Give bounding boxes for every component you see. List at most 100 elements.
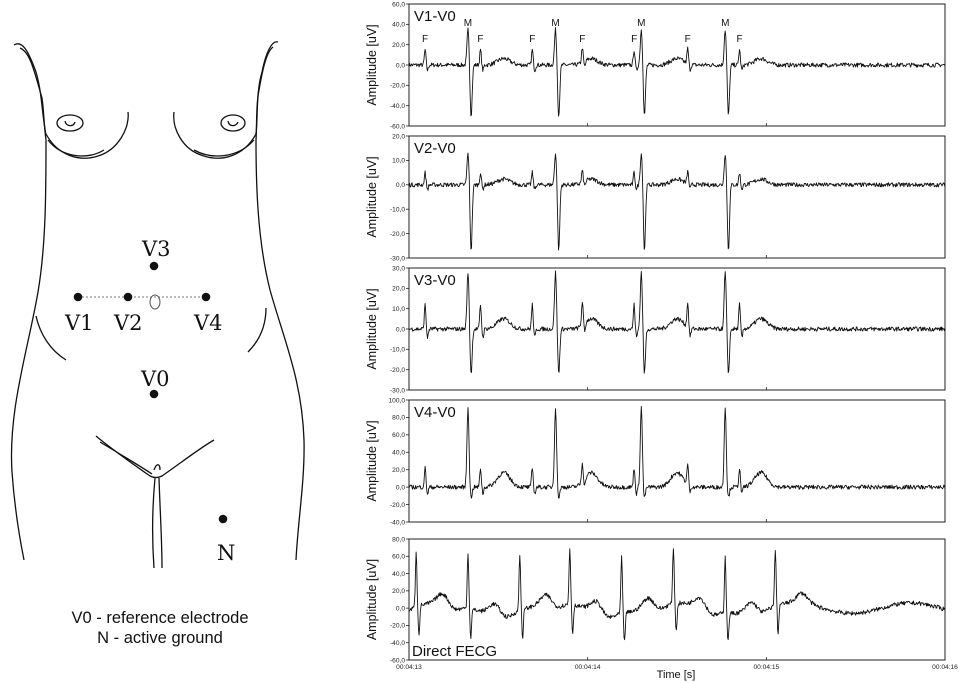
y-tick-label: -20,0 — [390, 367, 405, 374]
ecg-trace — [408, 152, 946, 251]
annotation-m: M — [551, 18, 559, 29]
body-diagram — [10, 41, 305, 569]
y-tick-label: -10,0 — [390, 207, 405, 214]
ecg-panels: 60,040,020,00,0-20,0-40,0-60,0Amplitude … — [365, 1, 946, 664]
y-tick-label: 40,0 — [392, 571, 405, 578]
panel-label: Direct FECG — [412, 643, 497, 660]
y-tick-label: -20,0 — [390, 502, 405, 509]
y-tick-label: 10,0 — [392, 306, 405, 313]
y-tick-label: -30,0 — [390, 387, 405, 394]
panel-label: V1-V0 — [414, 8, 456, 25]
y-axis-label: Amplitude [uV] — [365, 420, 379, 501]
y-tick-label: 80,0 — [392, 415, 405, 422]
electrode-v1 — [73, 292, 83, 302]
annotation-f: F — [685, 34, 691, 45]
y-tick-label: 40,0 — [392, 22, 405, 29]
electrode-v3 — [149, 261, 159, 271]
caption-reference: V0 - reference electrode — [71, 609, 248, 627]
y-tick-label: -10,0 — [390, 347, 405, 354]
y-tick-label: 30,0 — [392, 265, 405, 272]
y-tick-label: 100,0 — [388, 397, 405, 404]
ecg-panel-3: 30,0 20,0 10,0 0,0 -10,0 -20,0 -30,0 Amplitude … — [365, 265, 946, 394]
ecg-trace — [408, 405, 946, 499]
left-shoulder-inner — [19, 47, 47, 141]
y-tick-label: 40,0 — [392, 450, 405, 457]
y-tick-label: -20,0 — [390, 83, 405, 90]
electrode-label-v3: V3 — [141, 237, 171, 261]
y-tick-label: -30,0 — [390, 255, 405, 262]
electrodes — [73, 261, 228, 524]
y-tick-label: -20,0 — [390, 623, 405, 630]
right-breast-inner — [193, 139, 255, 157]
y-tick-label: 20,0 — [392, 588, 405, 595]
pubic-line — [95, 435, 215, 479]
y-tick-label: 0,0 — [396, 326, 405, 333]
annotation-f: F — [529, 34, 535, 45]
y-tick-label: 0,0 — [396, 605, 405, 612]
leg-gap-right — [158, 477, 163, 569]
annotation-m: M — [464, 18, 472, 29]
y-tick-label: 60,0 — [392, 554, 405, 561]
ecg-trace — [408, 270, 946, 374]
annotation-f: F — [579, 34, 585, 45]
panel-frame — [408, 399, 946, 523]
ecg-panel-5: 80,060,040,020,00,0-20,0-40,0-60,0Amplit… — [365, 536, 946, 664]
y-axis-label: Amplitude [uV] — [365, 559, 379, 640]
x-tick-label: 00:04:14 — [575, 664, 601, 671]
y-tick-label: 20,0 — [392, 133, 405, 140]
right-shoulder-inner — [255, 46, 274, 141]
y-tick-label: 0,0 — [396, 484, 405, 491]
y-tick-label: 60,0 — [392, 432, 405, 439]
left-breast-inner — [47, 139, 105, 157]
left-nipple — [56, 114, 84, 132]
electrode-label-v4: V4 — [193, 311, 223, 335]
electrode-n — [218, 514, 228, 524]
panel-label: V2-V0 — [414, 140, 456, 157]
ecg-trace — [408, 548, 946, 641]
y-tick-label: -40,0 — [390, 103, 405, 110]
navel — [149, 294, 161, 310]
y-tick-label: -20,0 — [390, 231, 405, 238]
panel-label: V4-V0 — [414, 404, 456, 421]
y-tick-label: 0,0 — [396, 62, 405, 69]
y-tick-label: 20,0 — [392, 286, 405, 293]
electrode-label-n: N — [217, 541, 235, 565]
annotation-f: F — [477, 34, 483, 45]
annotation-m: M — [721, 18, 729, 29]
right-waist-curve — [247, 307, 267, 353]
torso-right-side — [255, 139, 305, 561]
y-axis-label: Amplitude [uV] — [365, 24, 379, 105]
y-tick-label: -40,0 — [390, 640, 405, 647]
y-tick-label: 20,0 — [392, 467, 405, 474]
y-tick-label: 10,0 — [392, 158, 405, 165]
x-tick-label: 00:04:15 — [753, 664, 779, 671]
annotation-m: M — [637, 18, 645, 29]
y-tick-label: 0,0 — [396, 182, 405, 189]
panel-label: V3-V0 — [414, 272, 456, 289]
ecg-panel-2: 20,0 10,0 0,0 -10,0 -20,0 -30,0 Amplitude [uV]… — [365, 133, 946, 262]
electrode-v4 — [201, 292, 211, 302]
ecg-trace — [408, 27, 946, 117]
y-axis-label: Amplitude [uV] — [365, 156, 379, 237]
panel-frame — [408, 538, 946, 661]
annotation-f: F — [631, 34, 637, 45]
torso-left-side — [10, 139, 47, 561]
panel-frame — [408, 135, 946, 259]
electrode-label-v2: V2 — [113, 311, 143, 335]
right-nipple — [220, 114, 246, 132]
electrode-label-v0: V0 — [140, 367, 170, 391]
ecg-panel-1: 60,040,020,00,0-20,0-40,0-60,0Amplitude … — [365, 1, 946, 130]
y-tick-label: 60,0 — [392, 1, 405, 8]
y-tick-label: -40,0 — [390, 519, 405, 526]
electrode-label-v1: V1 — [64, 311, 94, 335]
y-tick-label: -60,0 — [390, 657, 405, 664]
annotation-f: F — [736, 34, 742, 45]
y-axis-label: Amplitude [uV] — [365, 288, 379, 369]
x-axis-label: Time [s] — [657, 669, 696, 681]
annotation-f: F — [422, 34, 428, 45]
y-tick-label: -60,0 — [390, 123, 405, 130]
left-shoulder-outline — [13, 43, 47, 136]
ecg-panel-4: 100,0 80,0 60,0 40,0 20,0 0,0 -20,0 -40,0 Amplit… — [365, 397, 946, 526]
